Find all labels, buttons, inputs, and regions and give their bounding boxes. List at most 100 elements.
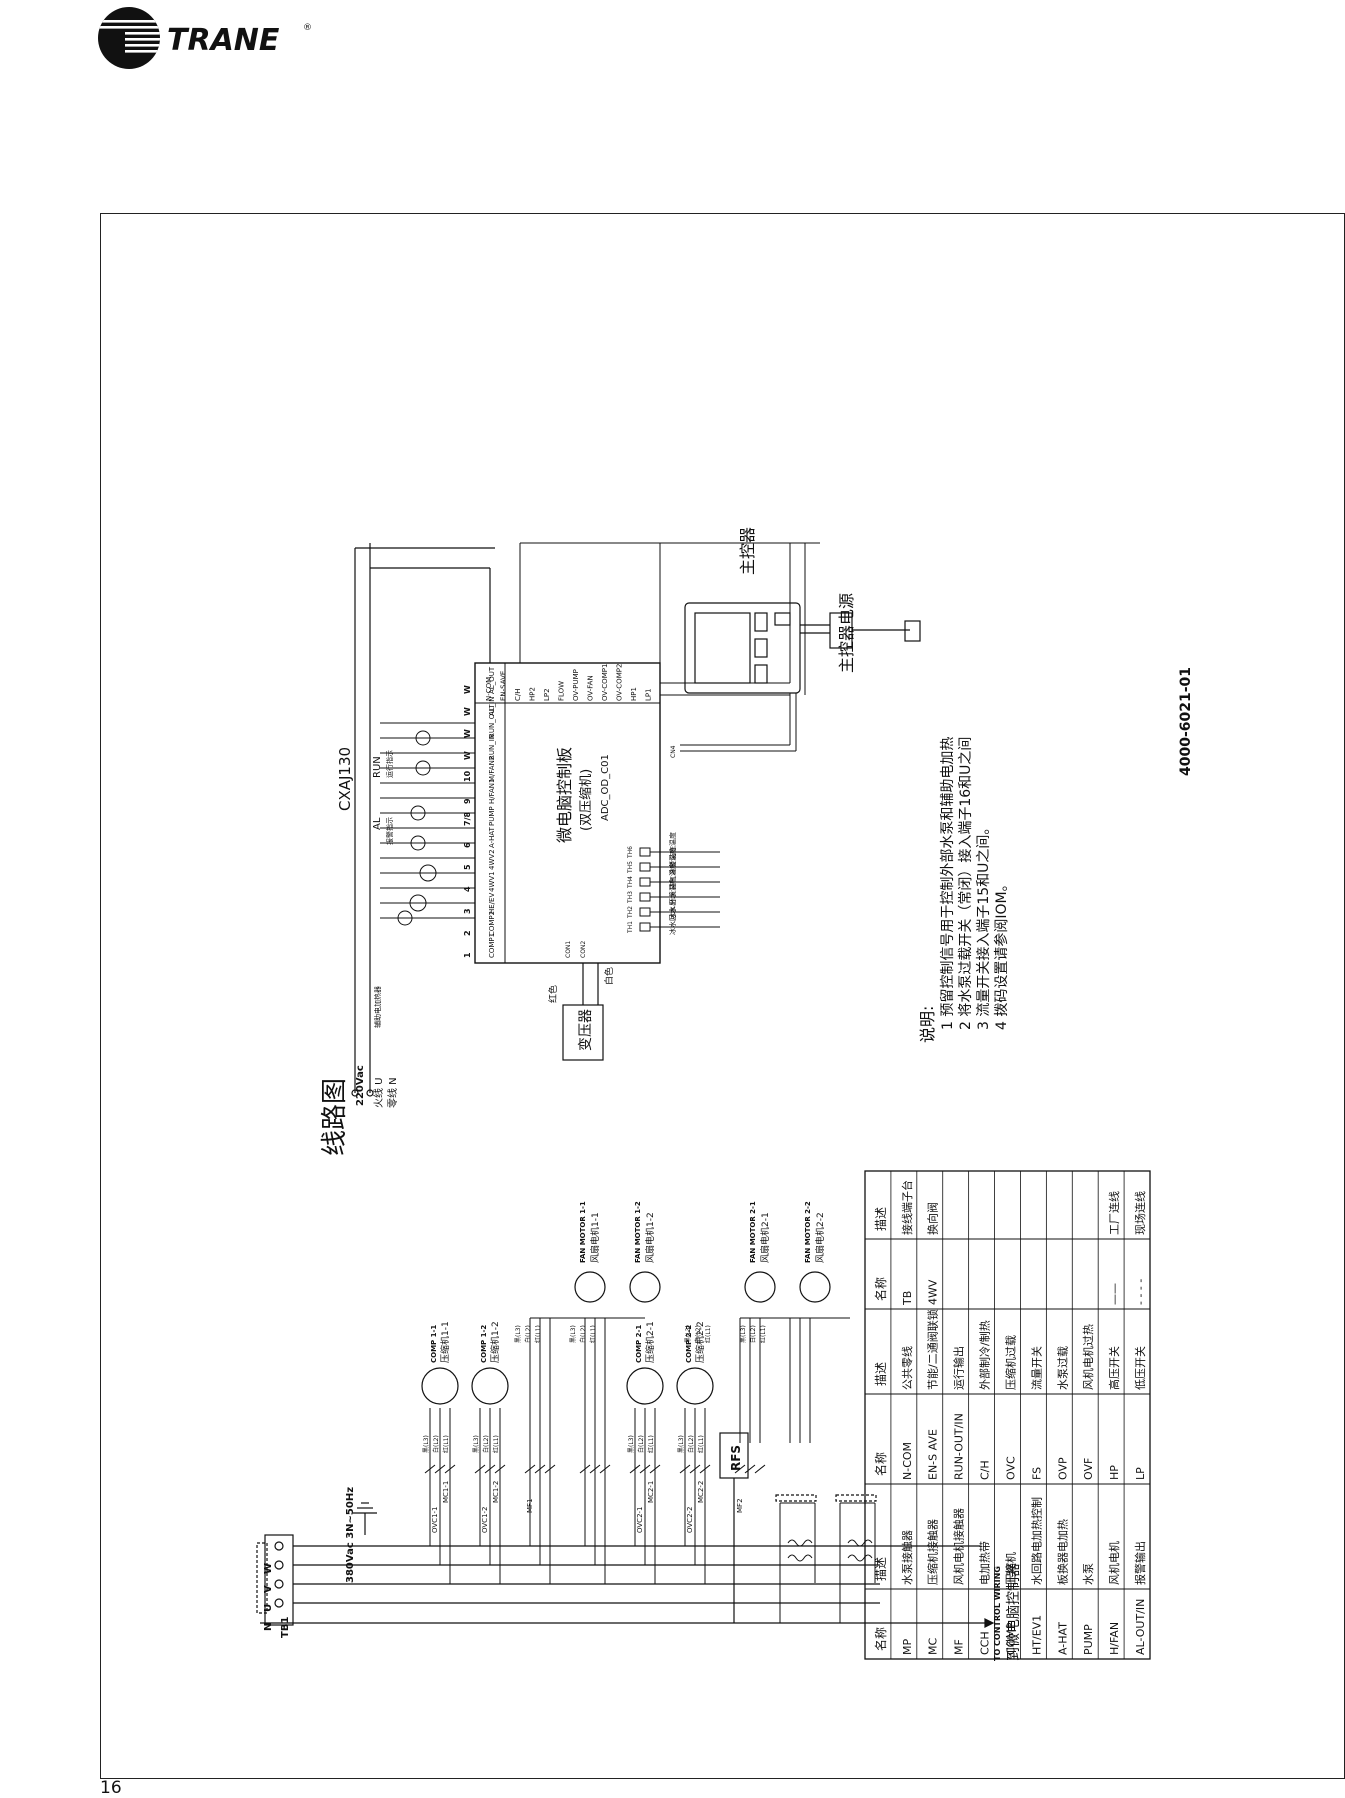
sensor-terminal: TH2 [627, 906, 634, 919]
terminal-v: V [263, 1585, 274, 1593]
wire-color-label: 白(L2) [524, 1325, 532, 1343]
transformer-label: 变压器 [578, 1009, 594, 1051]
doc-number: 4000-6021-01 [1178, 667, 1194, 776]
fan-cn-label: 风扇电机1-2 [644, 1212, 656, 1263]
legend-cell: LP [1134, 1467, 1147, 1480]
terminal-u: U [263, 1604, 274, 1612]
wire-color-label: 黑(L3) [570, 1325, 577, 1343]
fan-label: FAN MOTOR 1-1 [579, 1201, 587, 1263]
wire-color-label: 黑(L3) [740, 1325, 747, 1343]
note-3: 3 流量开关接入端子15和U之间。 [975, 821, 992, 1030]
board-left-terminal-num: 7/8 [463, 812, 472, 826]
wire-color-label: 红(L1) [647, 1435, 655, 1453]
board-name: 微电脑控制板 [555, 747, 574, 843]
legend-cell: FS [1030, 1467, 1043, 1480]
live-label: 火线 U [372, 1078, 385, 1109]
sensor-label: 冰水回水 [668, 907, 677, 935]
sensor-label: 环境温度 [668, 877, 677, 905]
board-left-terminal: RUN_OUT [488, 704, 496, 738]
legend-cell: HP [1108, 1465, 1121, 1480]
compressor-label: COMP 1-2 [480, 1325, 488, 1363]
board-left-terminal: H/FAN1 [488, 779, 496, 804]
fan-label: FAN MOTOR 2-1 [749, 1201, 757, 1263]
note-2: 2 将水泵过载开关（常闭）接入端子16和U之间 [957, 737, 974, 1030]
sensor-terminal: TH4 [627, 876, 634, 889]
wire-color-label: 白(L2) [579, 1325, 587, 1343]
legend-cell: N-COM [901, 1442, 914, 1480]
legend-cell: 板换器电加热 [1055, 1519, 1069, 1585]
rfs-label: RFS [729, 1445, 743, 1471]
terminal-w: W [263, 1563, 274, 1574]
legend-cell: RUN-OUT/IN [953, 1413, 966, 1480]
wire-color-label: 黑(L3) [473, 1435, 480, 1453]
legend-cell: 现场连线 [1133, 1191, 1147, 1235]
legend-header: 描述 [874, 1557, 888, 1581]
ovc-label: OVC1-2 [481, 1507, 489, 1534]
mf1-label: MF1 [526, 1498, 534, 1513]
diagram-title: 线路图 [320, 1078, 350, 1156]
run-cn-label: 运行指示 [385, 750, 394, 778]
page-number: 16 [100, 1778, 122, 1798]
board-sub: (双压缩机) [578, 769, 594, 831]
board-left-terminal-num: 6 [463, 842, 472, 848]
wire-color-label: 白(L2) [482, 1435, 490, 1453]
board-left-terminal-num: 3 [463, 908, 472, 914]
note-4: 4 拨码设置请参阅IOM。 [993, 877, 1010, 1030]
board-left-terminal-num: W [463, 685, 472, 694]
wire-color-label: 白(L2) [749, 1325, 757, 1343]
title-group: 线路图 CXAJ130 4000-6021-01 [320, 667, 1194, 1156]
legend-cell: HT/EV1 [1030, 1615, 1043, 1655]
legend-header: 名称 [873, 1277, 888, 1301]
legend-cell: 报警输出 [1133, 1541, 1147, 1585]
legend-border [864, 1170, 1151, 1660]
controller-label: 主控器 [738, 527, 757, 575]
legend-cell: 外部制冷/制热 [978, 1320, 992, 1390]
legend-cell: TB [901, 1291, 914, 1306]
wire-color-label: 白(L2) [694, 1325, 702, 1343]
wire-color-label: 红(L1) [442, 1435, 450, 1453]
legend-cell: C/H [979, 1460, 992, 1480]
note-1: 1 预留控制信号用于控制外部水泵和辅助电加热 [940, 737, 956, 1030]
board-left-terminal-num: 1 [463, 952, 472, 958]
aux-heat-label: 辅助电加热器 [373, 986, 382, 1028]
legend-table: 名称描述名称描述名称描述MP水泵接触器N-COM公共零线TB接线端子台MC压缩机… [864, 1170, 1151, 1660]
legend-cell: - - - - [1134, 1279, 1147, 1305]
legend-cell: 工厂连线 [1107, 1191, 1121, 1235]
wire-color-label: 白(L2) [432, 1435, 440, 1453]
board-left-terminal: AL_IN [488, 697, 496, 717]
wire-color-label: 白(L2) [637, 1435, 645, 1453]
board-left-terminal: PUMP [488, 806, 496, 826]
legend-cell: —— [1108, 1283, 1121, 1305]
sensor-label: 防冻温度 [668, 832, 677, 860]
compressor-label: COMP 2-2 [685, 1325, 693, 1363]
ovc-label: OVC1-1 [431, 1507, 439, 1534]
board-left-terminal-num: W [463, 729, 472, 738]
legend-cell: H/FAN [1108, 1622, 1121, 1655]
brand-reg: ® [303, 23, 312, 33]
legend-cell: 水泵过载 [1056, 1346, 1069, 1390]
brand-name: TRANE [167, 23, 280, 58]
sensor-label: 冷凝温度 [668, 847, 677, 875]
notes-title: 说明: [918, 1006, 937, 1043]
legend-cell: MP [901, 1639, 914, 1655]
main-controller [684, 602, 801, 694]
board-right-terminal: OV-PUMP [572, 669, 580, 701]
sensor-terminal: TH3 [627, 891, 634, 904]
legend-cell: 风机电机过热 [1081, 1324, 1095, 1390]
to-control-cn-label: 到微电脑控制器 [1006, 1563, 1022, 1661]
comp1-2-motor [471, 1367, 509, 1405]
legend-cell: 换向阀 [926, 1202, 940, 1235]
neutral-label: 零线 N [386, 1077, 399, 1108]
compressor-label: COMP 2-1 [635, 1325, 643, 1363]
sensor-label: 排气温度 [668, 862, 677, 890]
compressor-label: COMP 1-1 [430, 1325, 438, 1363]
sensor-terminal: TH6 [627, 846, 634, 859]
fan-motor-1-2 [629, 1271, 661, 1303]
al-cn-label: 报警指示 [385, 817, 394, 845]
legend-cell: 风机电机 [1107, 1541, 1121, 1585]
legend-header: 描述 [874, 1207, 888, 1231]
board-left-terminal: A-HAT [488, 826, 496, 848]
legend-cell: MC [927, 1638, 940, 1655]
connector-con2: CON2 [580, 941, 587, 958]
mc-label: MC2-1 [647, 1481, 655, 1503]
